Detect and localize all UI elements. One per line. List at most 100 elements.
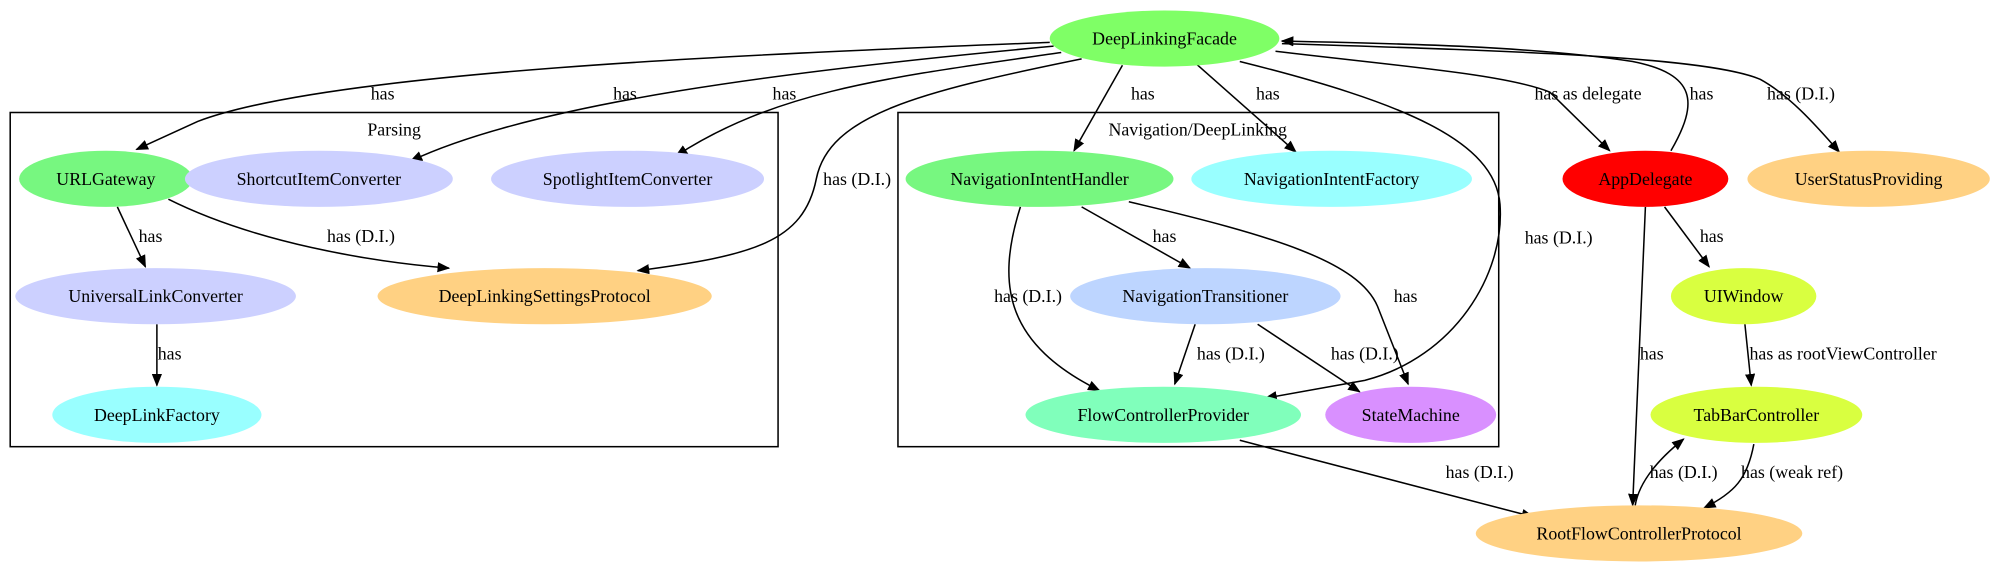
node-shape bbox=[1191, 150, 1472, 207]
node-urlgateway[interactable]: URLGateway bbox=[19, 150, 193, 207]
edge-label: has bbox=[1700, 226, 1724, 246]
node-spotlightitemconverter[interactable]: SpotlightItemConverter bbox=[491, 150, 765, 207]
edge: has bbox=[1195, 63, 1297, 153]
edge: has bbox=[1280, 36, 1714, 152]
node-label: RootFlowControllerProtocol bbox=[1536, 523, 1741, 543]
node-rootflowcontrollerprotocol[interactable]: RootFlowControllerProtocol bbox=[1475, 505, 1803, 562]
edge-arrow bbox=[1702, 443, 1755, 509]
edge-arrow bbox=[168, 198, 451, 273]
edge: has bbox=[135, 41, 1050, 151]
node-navigationintenthandler[interactable]: NavigationIntentHandler bbox=[905, 150, 1174, 207]
node-appdelegate[interactable]: AppDelegate bbox=[1562, 150, 1729, 207]
node-deeplinkingfacade[interactable]: DeepLinkingFacade bbox=[1049, 10, 1280, 67]
edge-arrow bbox=[1239, 60, 1502, 402]
edge-label: has bbox=[1690, 83, 1714, 103]
edge-arrow bbox=[1173, 323, 1196, 386]
edge-label: has bbox=[1153, 226, 1177, 246]
node-label: UniversalLinkConverter bbox=[68, 286, 242, 306]
edge: has (weak ref) bbox=[1702, 443, 1843, 509]
node-uiwindow[interactable]: UIWindow bbox=[1670, 268, 1817, 325]
node-label: NavigationIntentHandler bbox=[950, 169, 1128, 189]
edge: has (D.I.) bbox=[994, 206, 1101, 392]
node-shape bbox=[19, 150, 193, 207]
node-deeplinkfactory[interactable]: DeepLinkFactory bbox=[52, 386, 262, 443]
node-label: FlowControllerProvider bbox=[1078, 405, 1250, 425]
node-shape bbox=[905, 150, 1174, 207]
edge-label: has bbox=[1256, 83, 1280, 103]
edge-label: has (D.I.) bbox=[1197, 344, 1265, 365]
edge: has bbox=[1081, 206, 1192, 269]
node-label: StateMachine bbox=[1362, 405, 1460, 425]
edge: has (D.I.) bbox=[168, 198, 451, 273]
edge-label: has (D.I.) bbox=[1767, 83, 1835, 104]
node-statemachine[interactable]: StateMachine bbox=[1325, 386, 1497, 443]
node-label: UserStatusProviding bbox=[1795, 169, 1943, 189]
node-label: SpotlightItemConverter bbox=[543, 169, 713, 189]
edge-label: has (D.I.) bbox=[1525, 227, 1593, 248]
edge-label: has as rootViewController bbox=[1749, 344, 1936, 364]
node-universallinkconverter[interactable]: UniversalLinkConverter bbox=[15, 268, 296, 325]
edge-arrow bbox=[135, 41, 1050, 151]
node-label: DeepLinkFactory bbox=[94, 405, 220, 425]
edge: has (D.I.) bbox=[1634, 438, 1718, 506]
node-shape bbox=[15, 268, 296, 325]
node-shape bbox=[1049, 10, 1280, 67]
node-flowcontrollerprovider[interactable]: FlowControllerProvider bbox=[1025, 386, 1302, 443]
node-navigationintentfactory[interactable]: NavigationIntentFactory bbox=[1191, 150, 1472, 207]
edge-arrow bbox=[1275, 50, 1611, 152]
edge-arrow bbox=[1628, 206, 1647, 507]
edge-label: has (D.I.) bbox=[994, 286, 1062, 307]
edge-label: has (D.I.) bbox=[1650, 462, 1718, 483]
edge: has bbox=[1628, 206, 1664, 507]
edge: has as rootViewController bbox=[1744, 324, 1937, 387]
edge-arrow bbox=[1257, 323, 1361, 393]
edge-arrow bbox=[409, 45, 1054, 162]
edge: has bbox=[1663, 206, 1724, 268]
node-shape bbox=[1650, 386, 1863, 443]
node-shape bbox=[52, 386, 262, 443]
edge-arrow bbox=[1128, 201, 1409, 386]
node-shape bbox=[1562, 150, 1729, 207]
edge: has (D.I.) bbox=[1239, 439, 1535, 519]
node-shape bbox=[1070, 268, 1341, 325]
edge-label: has bbox=[371, 83, 395, 103]
node-tabbarcontroller[interactable]: TabBarController bbox=[1650, 386, 1863, 443]
node-userstatusproviding[interactable]: UserStatusProviding bbox=[1747, 150, 1990, 207]
node-deeplinkingsettingsprotocol[interactable]: DeepLinkingSettingsProtocol bbox=[377, 268, 712, 325]
node-label: NavigationTransitioner bbox=[1122, 286, 1288, 306]
node-label: DeepLinkingFacade bbox=[1092, 29, 1237, 49]
edge: has bbox=[674, 51, 1062, 157]
edge-label: has as delegate bbox=[1535, 83, 1642, 103]
edge: has bbox=[116, 206, 163, 268]
edge: has (D.I.) bbox=[636, 58, 1082, 275]
edge-arrow bbox=[636, 58, 1082, 275]
edge-label: has bbox=[158, 344, 182, 364]
edge-arrow bbox=[1634, 438, 1685, 506]
edge-arrow bbox=[1081, 206, 1192, 269]
edge-label: has (D.I.) bbox=[823, 169, 891, 190]
edge: has bbox=[151, 324, 182, 387]
edge-label: has bbox=[139, 226, 163, 246]
node-shape bbox=[184, 150, 453, 207]
edge-label: has bbox=[1640, 344, 1664, 364]
edge: has (D.I.) bbox=[1281, 42, 1841, 153]
edge: has bbox=[409, 45, 1054, 162]
edge-label: has bbox=[1394, 286, 1418, 306]
edge-arrow bbox=[116, 206, 147, 268]
node-shortcutitemconverter[interactable]: ShortcutItemConverter bbox=[184, 150, 453, 207]
node-navigationtransitioner[interactable]: NavigationTransitioner bbox=[1070, 268, 1341, 325]
edge-arrow bbox=[1008, 206, 1101, 392]
node-shape bbox=[1747, 150, 1990, 207]
edge: has (D.I.) bbox=[1173, 323, 1265, 386]
edge-arrow bbox=[1073, 64, 1124, 152]
edge-label: has (D.I.) bbox=[1331, 344, 1399, 365]
node-shape bbox=[1475, 505, 1803, 562]
cluster-label: Navigation/DeepLinking bbox=[1109, 119, 1287, 139]
edge-label: has bbox=[773, 83, 797, 103]
edge-label: has (D.I.) bbox=[327, 226, 395, 247]
edge: has (D.I.) bbox=[1239, 60, 1593, 402]
edge-arrow bbox=[1195, 63, 1297, 153]
edge-label: has bbox=[1131, 83, 1155, 103]
edge-arrow bbox=[674, 51, 1062, 157]
